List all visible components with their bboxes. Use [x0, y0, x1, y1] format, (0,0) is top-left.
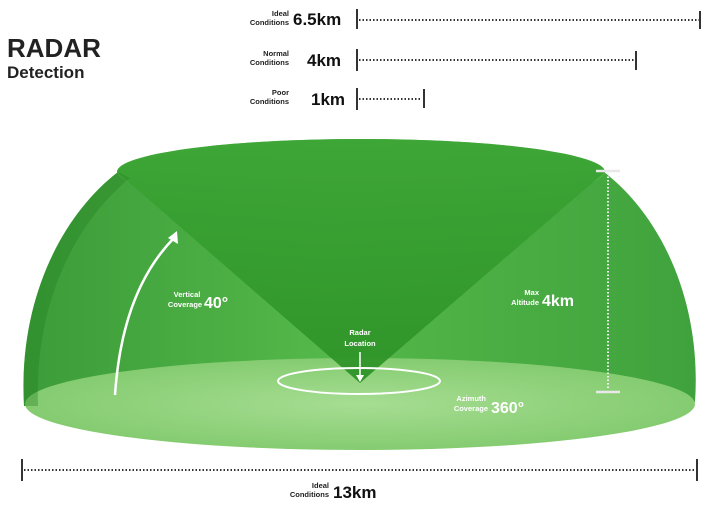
range-ideal-label-line1: Ideal [272, 9, 289, 18]
azimuth-coverage: Azimuth Coverage 360° [277, 367, 524, 417]
dome-left-edge-shade [23, 172, 130, 406]
azimuth-coverage-label-line1: Azimuth [456, 394, 486, 403]
range-normal-label-line2: Conditions [250, 58, 289, 67]
radar-location-line1: Radar [349, 328, 370, 337]
max-altitude-label-line2: Altitude [511, 298, 539, 307]
blind-cone [117, 139, 605, 383]
range-ideal: Ideal Conditions 6.5km [250, 9, 701, 29]
vertical-coverage: Vertical Coverage 40° [113, 231, 228, 396]
range-legend: Ideal Conditions 6.5km Normal Conditions… [250, 9, 701, 110]
range-ideal-value: 6.5km [293, 10, 341, 29]
vertical-coverage-value: 40° [204, 295, 228, 312]
range-poor-label-line1: Poor [272, 88, 289, 97]
diameter-label-line2: Conditions [290, 490, 329, 499]
vertical-coverage-label-line1: Vertical [174, 290, 201, 299]
radar-location-line2: Location [344, 339, 376, 348]
title-sub: Detection [7, 63, 84, 82]
diameter-measure: Ideal Conditions 13km [21, 459, 698, 502]
azimuth-coverage-value: 360° [491, 400, 524, 417]
range-normal-label-line1: Normal [263, 49, 289, 58]
dome-base [25, 358, 695, 450]
title-main: RADAR [7, 33, 101, 63]
azimuth-coverage-label-line2: Coverage [454, 404, 488, 413]
azimuth-coverage-ring [277, 367, 441, 395]
title: RADAR Detection [7, 33, 101, 82]
max-altitude-label-line1: Max [524, 288, 539, 297]
max-altitude: Max Altitude 4km [511, 169, 620, 394]
vertical-coverage-arc [113, 236, 176, 396]
vertical-coverage-label-line2: Coverage [168, 300, 202, 309]
radar-location-arrowhead [356, 375, 364, 382]
diameter-label-line1: Ideal [312, 481, 329, 490]
range-ideal-label-line2: Conditions [250, 18, 289, 27]
diameter-value: 13km [333, 483, 376, 502]
radar-location: Radar Location [344, 328, 376, 382]
range-poor-label-line2: Conditions [250, 97, 289, 106]
range-normal: Normal Conditions 4km [250, 49, 637, 71]
range-poor-value: 1km [311, 90, 345, 109]
max-altitude-value: 4km [542, 293, 574, 310]
range-normal-value: 4km [307, 51, 341, 70]
vertical-coverage-arrowhead [168, 231, 178, 244]
range-poor: Poor Conditions 1km [250, 88, 425, 110]
coverage-dome [23, 139, 696, 450]
